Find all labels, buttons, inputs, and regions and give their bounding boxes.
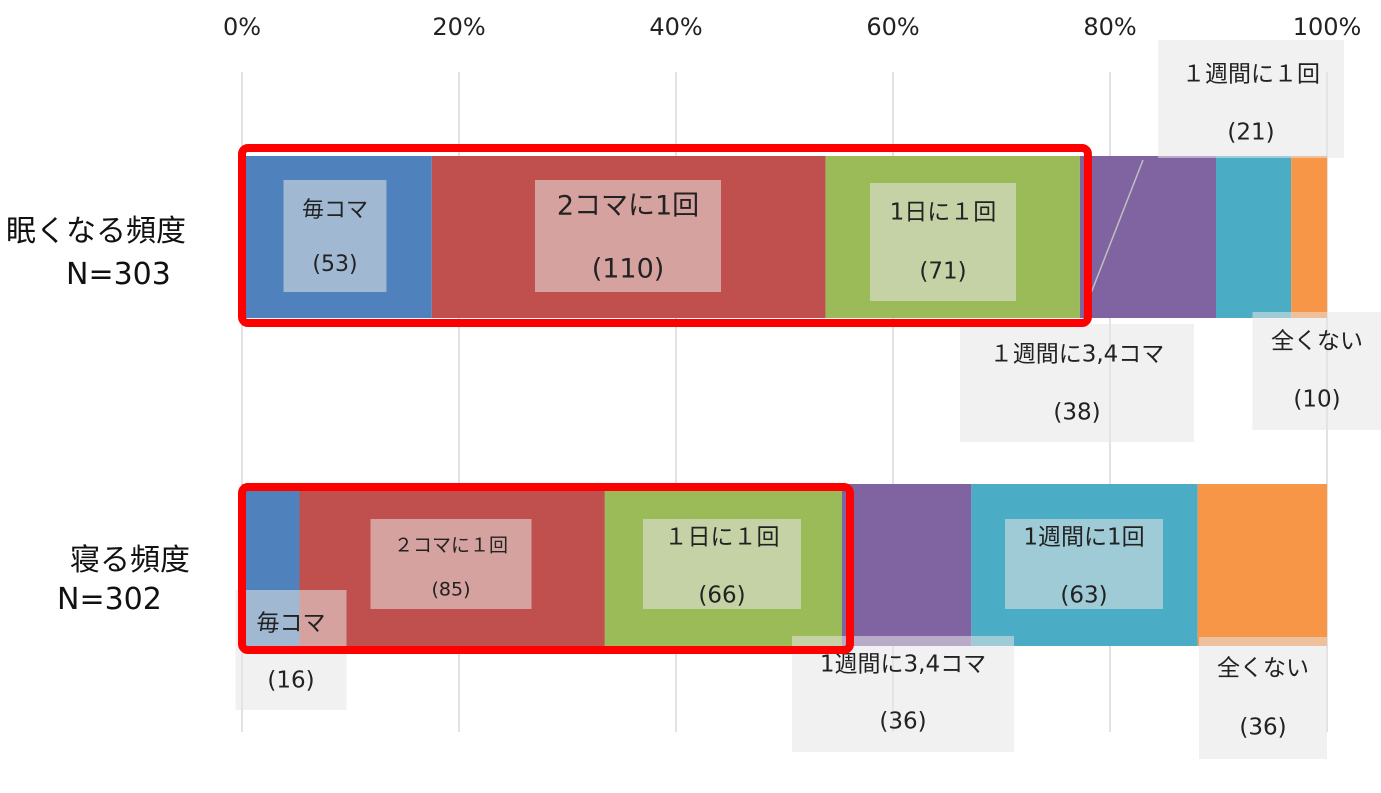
bar-segment [1216, 156, 1291, 318]
data-label: (66) [698, 583, 745, 609]
bar-segment [842, 484, 971, 646]
data-label: ２コマに１回 [394, 535, 508, 557]
x-tick-label: 100% [1293, 13, 1362, 41]
category-n-sleepy: N=303 [66, 260, 171, 290]
data-label: 全くない [1217, 656, 1309, 682]
data-label: (10) [1293, 387, 1340, 413]
category-label-sleepy: 眠くなる頻度 [6, 217, 186, 247]
data-label: (36) [1239, 715, 1286, 741]
category-n-sleep: N=302 [57, 585, 162, 615]
data-label: (71) [919, 259, 966, 285]
data-label: (36) [879, 709, 926, 735]
x-tick-label: 0% [223, 13, 261, 41]
data-label: (38) [1053, 400, 1100, 426]
data-label: (63) [1060, 583, 1107, 609]
data-label: 2コマに1回 [557, 191, 699, 222]
category-label-sleep: 寝る頻度 [70, 546, 190, 576]
data-label: 全くない [1271, 329, 1363, 355]
data-label: (110) [592, 254, 665, 285]
data-label: (85) [431, 579, 470, 601]
data-label: 1日に１回 [890, 200, 997, 226]
x-tick-label: 40% [649, 13, 702, 41]
bar-segment [1291, 156, 1327, 318]
data-label: １日に１回 [665, 525, 780, 551]
data-label: (21) [1227, 120, 1274, 146]
data-label: (53) [312, 252, 357, 277]
bar-segment [1198, 484, 1327, 646]
x-tick-label: 20% [432, 13, 485, 41]
x-tick-label: 60% [866, 13, 919, 41]
bar-segment [1080, 156, 1216, 318]
x-tick-label: 80% [1083, 13, 1136, 41]
data-label: 1週間に1回 [1023, 525, 1144, 551]
data-label: 毎コマ [302, 198, 368, 223]
data-label: (16) [267, 668, 314, 694]
data-label: 1週間に3,4コマ [820, 652, 986, 678]
data-label: １週間に3,4コマ [990, 342, 1165, 368]
data-label: １週間に１回 [1182, 62, 1320, 88]
data-label: 毎コマ [257, 611, 326, 637]
